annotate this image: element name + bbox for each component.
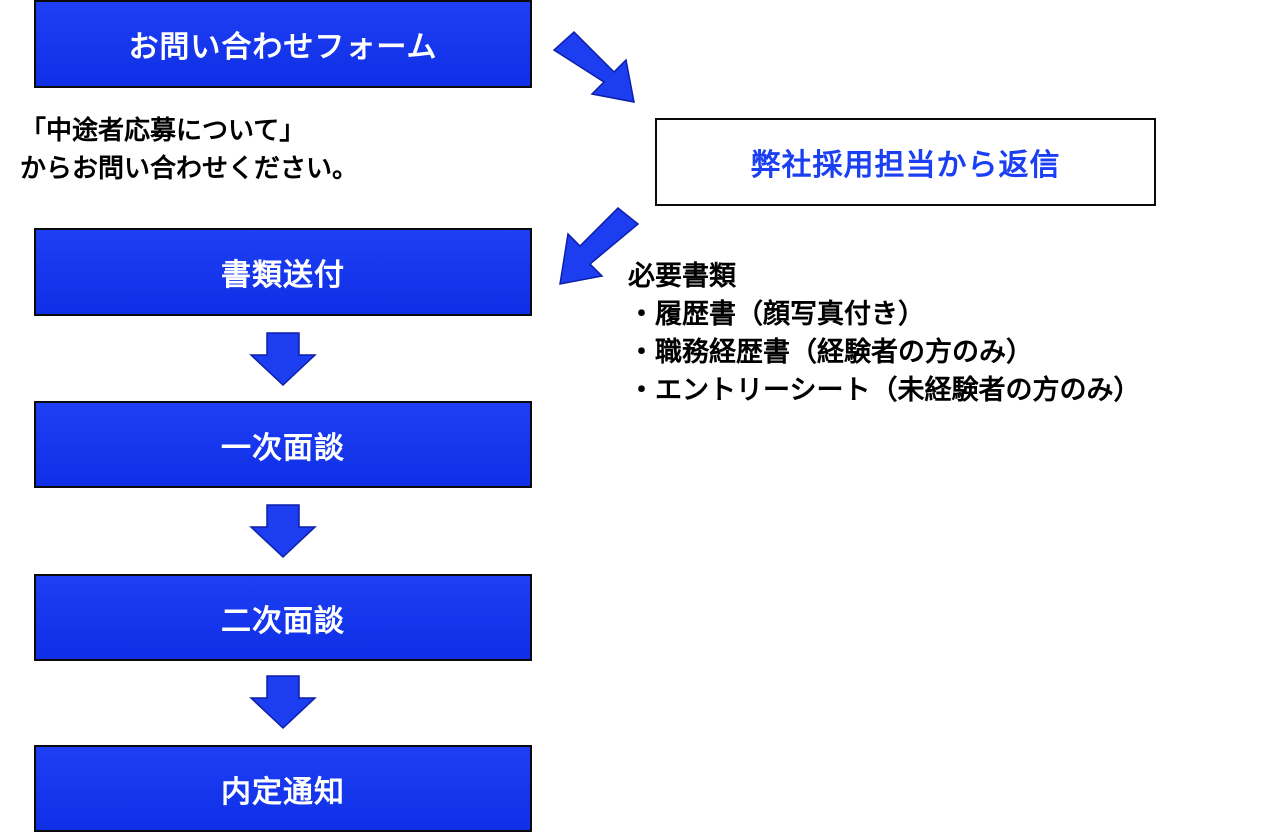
- arrow-down-2-icon: [249, 504, 317, 559]
- required-document-item: ・職務経歴書（経験者の方のみ）: [628, 337, 1033, 368]
- required-documents: 必要書類 ・履歴書（顔写真付き） ・職務経歴書（経験者の方のみ） ・エントリーシ…: [628, 258, 1140, 410]
- step-contact-form: お問い合わせフォーム: [34, 0, 532, 88]
- arrow-down-3-icon: [249, 675, 317, 730]
- arrow-to-reply-icon: [552, 30, 635, 103]
- step-second-interview: 二次面談: [34, 574, 532, 661]
- arrow-down-1-icon: [249, 332, 317, 387]
- required-document-item: ・履歴書（顔写真付き）: [628, 299, 925, 330]
- step-contact-form-label: お問い合わせフォーム: [128, 30, 438, 65]
- step-offer-label: 内定通知: [221, 774, 345, 810]
- step-documents: 書類送付: [34, 228, 532, 316]
- step-offer: 内定通知: [34, 745, 532, 832]
- step-first-interview: 一次面談: [34, 401, 532, 488]
- contact-note: 「中途者応募について」 からお問い合わせください。: [20, 112, 358, 188]
- step-documents-label: 書類送付: [221, 258, 345, 293]
- required-document-item: ・エントリーシート（未経験者の方のみ）: [628, 375, 1141, 406]
- contact-note-line-1: 「中途者応募について」: [20, 116, 306, 146]
- required-documents-heading: 必要書類: [628, 261, 736, 292]
- step-first-interview-label: 一次面談: [221, 430, 345, 466]
- contact-note-line-2: からお問い合わせください。: [20, 154, 359, 184]
- step-second-interview-label: 二次面談: [221, 603, 345, 639]
- reply-box-label: 弊社採用担当から返信: [750, 148, 1061, 183]
- arrow-to-documents-icon: [559, 206, 640, 285]
- reply-box: 弊社採用担当から返信: [655, 118, 1156, 206]
